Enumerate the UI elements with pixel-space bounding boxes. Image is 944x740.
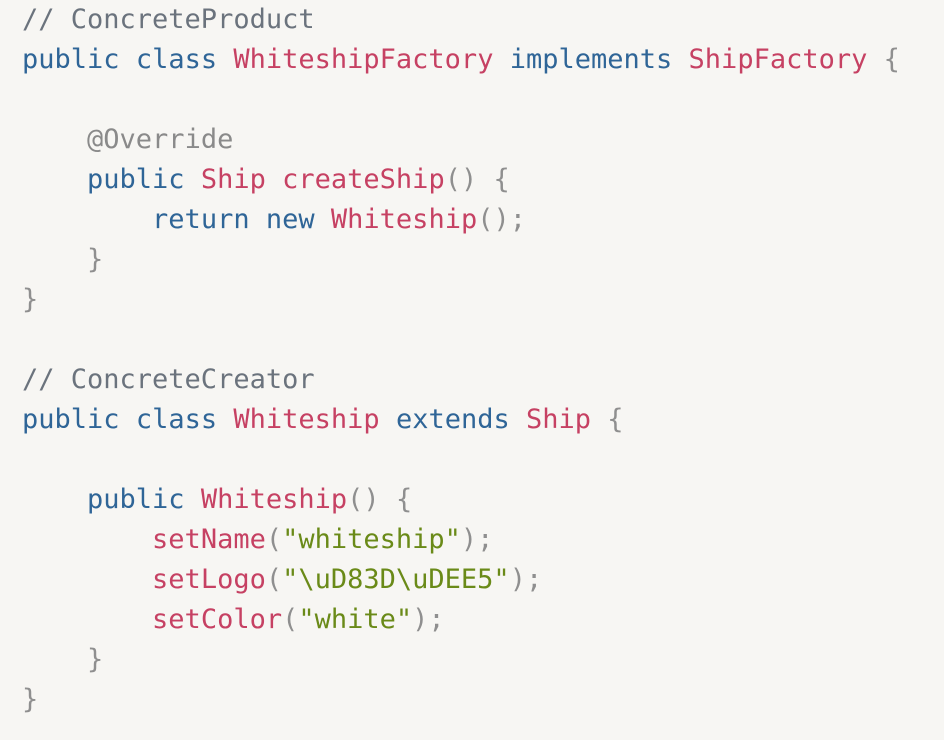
code-token-punct: {	[395, 484, 413, 515]
code-token-type: Whiteship	[200, 484, 348, 515]
code-token-keyword: public	[87, 484, 185, 515]
code-token-punct: }	[87, 644, 104, 675]
code-token-type: Ship	[526, 404, 592, 435]
code-token-keyword: return	[152, 204, 250, 235]
code-line: public Ship createShip() {	[22, 160, 510, 200]
code-line: }	[22, 280, 38, 320]
code-token-punct: (	[265, 524, 283, 555]
code-line: @Override	[22, 120, 233, 160]
code-token-string: "\uD83D\uDEE5"	[282, 564, 510, 595]
code-token-keyword: extends	[395, 404, 510, 435]
code-line: }	[22, 240, 103, 280]
code-token-plain	[22, 524, 152, 555]
code-token-func: createShip	[282, 164, 445, 195]
code-token-type: Ship	[200, 164, 266, 195]
code-token-punct: ()	[347, 484, 380, 515]
code-token-func: setLogo	[152, 564, 266, 595]
code-line: setLogo("\uD83D\uDEE5");	[22, 560, 542, 600]
code-token-plain	[477, 164, 493, 195]
code-token-func: setName	[152, 524, 266, 555]
code-token-type: Whiteship	[233, 404, 380, 435]
code-line: setColor("white");	[22, 600, 445, 640]
code-token-keyword: implements	[509, 44, 673, 75]
code-token-punct: (	[265, 564, 283, 595]
code-token-plain	[217, 404, 233, 435]
code-token-comment: // ConcreteProduct	[22, 4, 315, 35]
code-token-keyword: class	[135, 404, 218, 435]
code-token-punct: {	[607, 404, 624, 435]
code-token-punct: );	[412, 604, 445, 635]
code-token-plain	[591, 404, 607, 435]
code-token-plain	[22, 204, 152, 235]
code-token-plain	[510, 404, 526, 435]
code-token-plain	[315, 204, 331, 235]
code-token-plain	[250, 204, 266, 235]
code-token-plain	[185, 164, 201, 195]
code-token-plain	[22, 484, 87, 515]
code-token-type: Whiteship	[330, 204, 478, 235]
code-line: }	[22, 640, 103, 680]
code-token-plain	[266, 164, 282, 195]
code-token-keyword: public	[22, 44, 120, 75]
code-line: public class Whiteship extends Ship {	[22, 400, 624, 440]
code-token-punct: );	[460, 524, 494, 555]
code-token-plain	[672, 44, 688, 75]
code-line: setName("whiteship");	[22, 520, 493, 560]
code-token-punct: ()	[444, 164, 478, 195]
code-token-keyword: public	[87, 164, 185, 195]
code-token-punct: (	[282, 604, 299, 635]
code-token-type: ShipFactory	[688, 44, 868, 75]
code-line: public class WhiteshipFactory implements…	[22, 40, 900, 80]
code-token-plain	[493, 44, 509, 75]
code-token-punct: }	[22, 684, 39, 715]
code-token-punct: {	[493, 164, 510, 195]
code-token-plain	[120, 404, 136, 435]
code-token-annot: @Override	[87, 124, 234, 155]
code-token-plain	[217, 44, 233, 75]
code-line: return new Whiteship();	[22, 200, 526, 240]
code-token-plain	[120, 44, 136, 75]
code-token-plain	[22, 644, 87, 675]
code-token-type: WhiteshipFactory	[233, 44, 494, 75]
code-token-punct: {	[883, 44, 900, 75]
code-token-punct: }	[87, 244, 104, 275]
code-line: }	[22, 680, 38, 720]
code-token-keyword: public	[22, 404, 120, 435]
code-token-plain	[22, 564, 152, 595]
code-token-plain	[380, 484, 396, 515]
code-token-keyword: class	[135, 44, 218, 75]
code-token-keyword: new	[265, 204, 315, 235]
code-token-comment: // ConcreteCreator	[22, 364, 315, 395]
code-token-punct: ();	[477, 204, 526, 235]
code-token-plain	[185, 484, 201, 515]
code-line: public Whiteship() {	[22, 480, 412, 520]
code-token-plain	[380, 404, 396, 435]
code-line: // ConcreteCreator	[22, 360, 315, 400]
code-token-plain	[22, 604, 152, 635]
code-token-string: "whiteship"	[282, 524, 461, 555]
code-token-punct: );	[509, 564, 543, 595]
code-token-func: setColor	[152, 604, 283, 635]
code-token-plain	[22, 164, 87, 195]
code-token-punct: }	[22, 284, 39, 315]
code-token-plain	[22, 244, 87, 275]
code-token-plain	[867, 44, 883, 75]
code-line: // ConcreteProduct	[22, 0, 315, 40]
code-token-plain	[22, 124, 87, 155]
code-token-string: "white"	[298, 604, 413, 635]
